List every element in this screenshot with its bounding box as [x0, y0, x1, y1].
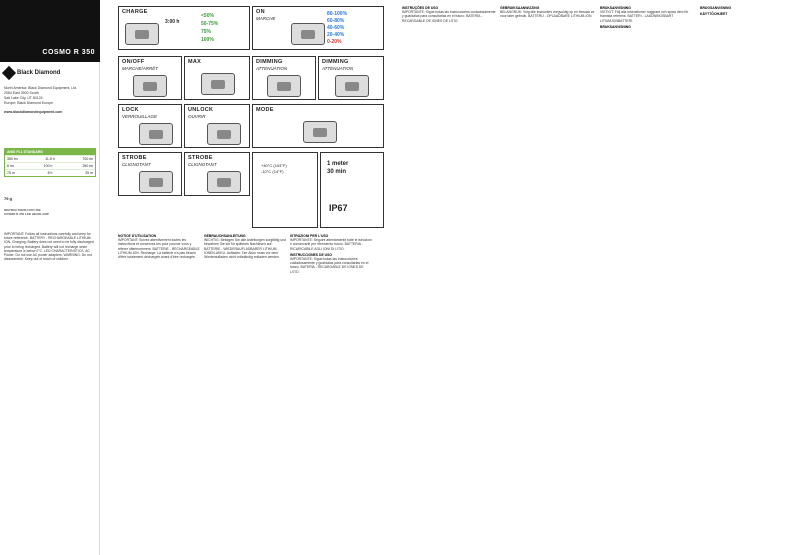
headlamp-icon [303, 121, 337, 143]
battery-level: 20-40% [327, 32, 345, 38]
address-line: Salt Lake City, UT 84124 [4, 96, 43, 100]
panel-waterproof: 1 meter 30 min IP67 [320, 152, 384, 228]
battery-level: 40-60% [327, 25, 345, 31]
pt-body: INSTRUÇÕES DE USO IMPORTANTE: Sigue toda… [402, 6, 496, 23]
panel-lock: LOCK VERROUILLAGE [118, 104, 182, 148]
brand-logo: Black Diamond [1, 65, 96, 81]
panel-max: MAX [184, 56, 250, 100]
depth-label: 1 meter [327, 161, 349, 167]
battery-level: 0-20% [327, 39, 342, 45]
battery-level: 60-80% [327, 18, 345, 24]
charge-level: 75% [201, 29, 212, 35]
headlamp-icon [267, 75, 301, 97]
brand-name: Black Diamond [17, 70, 61, 76]
panel-temperature: +40°C (104°F) -10°C (14°F) [252, 152, 318, 228]
battery-level: 80-100% [327, 11, 348, 17]
en-body: IMPORTANT: Follow all instructions caref… [4, 232, 94, 262]
headlamp-icon [139, 123, 173, 145]
charge-level: 50-75% [201, 21, 219, 27]
address-line: 2084 East 3900 South [4, 91, 39, 95]
address-line: Europe: Black Diamond Europe [4, 101, 54, 105]
panel-onoff: ON/OFF MARCHE/ARRÊT [118, 56, 182, 100]
website: www.blackdiamondequipment.com [4, 110, 63, 114]
panel-unlock: UNLOCK OUVRIR [184, 104, 250, 148]
nl-body: GEBRUIKSAANWIJZING BELANGRIJK: Volg alle… [500, 6, 595, 19]
weight-value: 79 g [4, 196, 13, 201]
panel-dimming: DIMMING ATTENUATION [252, 56, 316, 100]
fr-body: NOTICE D'UTILISATION IMPORTANT: Suivez a… [118, 234, 200, 260]
spec-header: ANSI FL1 STANDARD [5, 149, 95, 155]
cover-column: COSMO R 350 Black Diamond North America:… [0, 0, 100, 555]
headlamp-icon [207, 171, 241, 193]
charge-level: 100% [201, 37, 214, 43]
address-block: North America: Black Diamond Equipment, … [4, 86, 96, 115]
address-line: North America: Black Diamond Equipment, … [4, 86, 78, 90]
panel-on: ON MARCHE 80-100% 60-80% 40-60% 20-40% 0… [252, 6, 384, 50]
headlamp-icon [201, 73, 235, 95]
headlamp-icon [139, 171, 173, 193]
it-body: ISTRUZIONI PER L'USO IMPORTANTE: Seguire… [290, 234, 372, 274]
headlamp-icon [291, 23, 325, 45]
da-body: BRUGSANVISNING KÄYTTÖOHJEET [700, 6, 732, 17]
panel-charge: CHARGE 3:00 h <50% 50-75% 75% 100% [118, 6, 250, 50]
panel-strobe: STROBE CLIGNOTANT [118, 152, 182, 196]
duration-label: 30 min [327, 169, 347, 175]
cover-panel: COSMO R 350 [0, 0, 100, 62]
headlamp-icon [125, 23, 159, 45]
temp-range: +40°C (104°F) -10°C (14°F) [261, 163, 287, 174]
headlamp-icon [335, 75, 369, 97]
sv-body: BRUKSANVISNING VIKTIGT: Följ alla instru… [600, 6, 689, 29]
product-title: COSMO R 350 [42, 49, 95, 56]
diamond-logo-icon [1, 65, 17, 81]
charge-level: <50% [201, 13, 214, 19]
panel-dimming: DIMMING ATTENUATION [318, 56, 384, 100]
headlamp-icon [133, 75, 167, 97]
panel-mode: MODE [252, 104, 384, 148]
headlamp-icon [207, 123, 241, 145]
de-body: GEBRAUCHSANLEITUNG WICHTIG: Befolgen Sie… [204, 234, 286, 260]
charge-time: 3:00 h [165, 19, 180, 25]
ip-rating: IP67 [329, 203, 348, 213]
panel-strobe: STROBE CLIGNOTANT [184, 152, 250, 196]
